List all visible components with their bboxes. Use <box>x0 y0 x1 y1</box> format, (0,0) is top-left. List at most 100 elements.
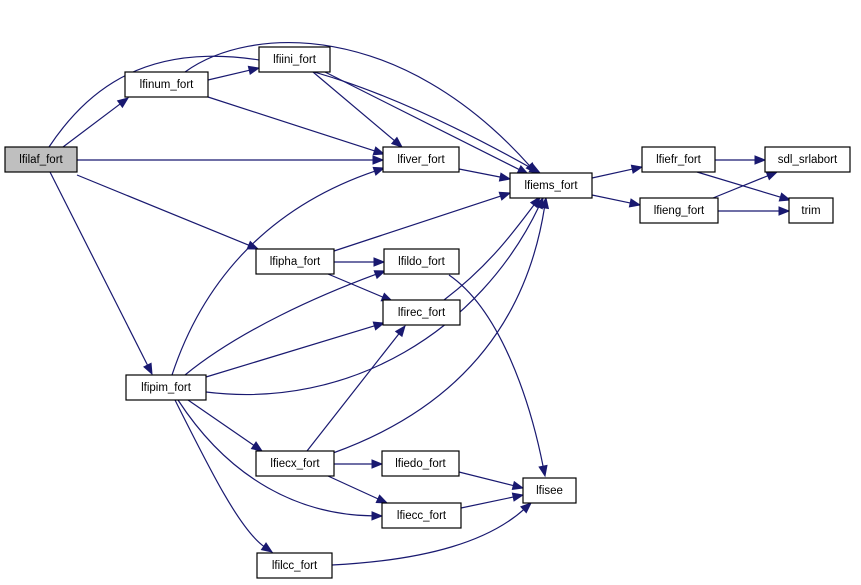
edge-lfipha-to-lfiems <box>333 191 512 252</box>
edge-line <box>696 171 782 198</box>
arrowhead-icon <box>143 362 153 376</box>
edge-line <box>448 274 544 468</box>
edge-line <box>76 174 250 247</box>
edge-line <box>207 69 251 81</box>
arrowhead-icon <box>628 198 642 208</box>
node-label: lfildo_fort <box>398 256 445 268</box>
edge-line <box>184 42 531 167</box>
node-label: lfirec_fort <box>398 307 446 319</box>
node-lfiini[interactable]: lfiini_fort <box>258 46 331 73</box>
edge-lfinum-to-lfiver <box>207 96 386 156</box>
node-box[interactable] <box>639 197 719 224</box>
edge-lfieng-to-sdl <box>712 171 779 199</box>
node-lfiedo[interactable]: lfiedo_fort <box>381 450 460 477</box>
node-lfilaf[interactable]: lfilaf_fort <box>4 146 78 173</box>
edge-line <box>460 496 515 509</box>
arrowhead-icon <box>394 324 406 338</box>
node-label: lfiecc_fort <box>397 510 447 522</box>
edge-line <box>48 55 533 170</box>
arrowhead-icon <box>539 196 550 210</box>
arrowhead-icon <box>373 257 386 267</box>
node-lfildo[interactable]: lfildo_fort <box>383 248 460 275</box>
node-lfipha[interactable]: lfipha_fort <box>255 248 335 275</box>
node-box[interactable] <box>382 146 460 173</box>
node-box[interactable] <box>509 172 593 199</box>
node-box[interactable] <box>641 146 716 173</box>
node-box[interactable] <box>381 450 460 477</box>
arrowhead-icon <box>372 155 385 165</box>
edge-lfipha-to-lfirec <box>327 273 394 302</box>
edge-lfilcc-to-lfisee <box>331 502 532 566</box>
node-box[interactable] <box>256 552 333 579</box>
edge-lfipim-to-lfiver <box>171 166 386 376</box>
arrowhead-icon <box>765 171 779 181</box>
edge-line <box>712 174 769 199</box>
node-lfinum[interactable]: lfinum_fort <box>124 71 209 98</box>
node-label: trim <box>801 205 820 217</box>
edge-lfieng-to-trim <box>718 206 791 216</box>
node-label: lfiver_fort <box>397 154 445 166</box>
node-label: lfiecx_fort <box>270 458 320 470</box>
edge-lfiefr-to-sdl <box>715 155 767 165</box>
node-lfisee[interactable]: lfisee <box>522 477 577 504</box>
edge-lfiecx-to-lfiecc <box>327 475 389 504</box>
node-lfiecx[interactable]: lfiecx_fort <box>255 450 335 477</box>
node-lfipim[interactable]: lfipim_fort <box>125 374 207 401</box>
edge-line <box>184 273 377 376</box>
node-label: lfipha_fort <box>270 256 321 268</box>
node-box[interactable] <box>4 146 78 173</box>
arrowhead-icon <box>498 191 512 201</box>
node-label: lfilcc_fort <box>272 560 318 572</box>
arrowhead-icon <box>778 206 791 216</box>
node-box[interactable] <box>788 197 834 224</box>
edge-line <box>174 399 265 548</box>
arrowhead-icon <box>372 321 386 331</box>
node-label: lfiedo_fort <box>395 458 446 470</box>
node-box[interactable] <box>255 450 335 477</box>
arrowhead-icon <box>247 65 261 76</box>
node-lfiems[interactable]: lfiems_fort <box>509 172 593 199</box>
edge-lfiecc-to-lfisee <box>460 492 525 509</box>
node-lfieng[interactable]: lfieng_fort <box>639 197 719 224</box>
edge-lfiini-to-lfiver <box>312 71 404 148</box>
edge-line <box>333 195 502 252</box>
edge-line <box>327 475 380 500</box>
edge-line <box>205 205 540 396</box>
edge-lfiems-to-lfieng <box>591 194 642 208</box>
edge-lfiecx-to-lfiedo <box>334 459 384 469</box>
node-box[interactable] <box>381 502 462 529</box>
edge-line <box>331 508 525 566</box>
edge-line <box>177 399 374 517</box>
node-box[interactable] <box>124 71 209 98</box>
edge-line <box>207 96 376 152</box>
edge-lfipim-to-lfiecc <box>177 399 384 521</box>
arrowhead-icon <box>538 464 548 478</box>
node-lfiefr[interactable]: lfiefr_fort <box>641 146 716 173</box>
node-lfirec[interactable]: lfirec_fort <box>382 299 461 326</box>
node-box[interactable] <box>383 248 460 275</box>
node-box[interactable] <box>764 146 851 173</box>
arrowhead-icon <box>754 155 767 165</box>
node-box[interactable] <box>255 248 335 275</box>
node-box[interactable] <box>125 374 207 401</box>
node-label: lfieng_fort <box>654 205 705 217</box>
arrowhead-icon <box>778 192 792 202</box>
edge-line <box>49 171 149 367</box>
node-lfiver[interactable]: lfiver_fort <box>382 146 460 173</box>
node-box[interactable] <box>522 477 577 504</box>
edge-lfiems-to-lfiefr <box>591 164 644 179</box>
node-box[interactable] <box>382 299 461 326</box>
node-box[interactable] <box>258 46 331 73</box>
arrowhead-icon <box>372 166 386 176</box>
arrowhead-icon <box>260 542 274 553</box>
edge-line <box>312 71 396 142</box>
node-lfilcc[interactable]: lfilcc_fort <box>256 552 333 579</box>
arrowhead-icon <box>371 459 384 469</box>
arrowhead-icon <box>390 136 404 148</box>
node-lfiecc[interactable]: lfiecc_fort <box>381 502 462 529</box>
node-sdl[interactable]: sdl_srlabort <box>764 146 851 173</box>
edge-lfilaf-to-lfiver <box>77 155 385 165</box>
edge-line <box>187 399 255 447</box>
node-trim[interactable]: trim <box>788 197 834 224</box>
